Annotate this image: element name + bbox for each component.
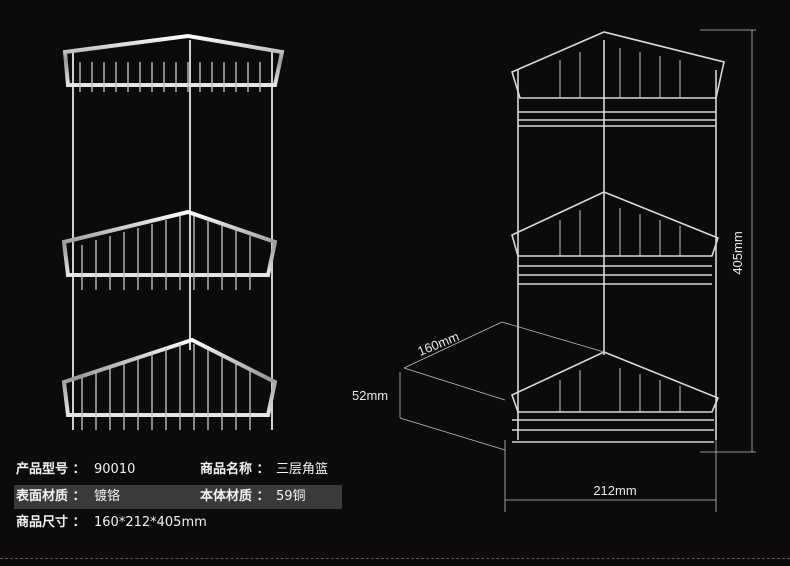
- photo-tier-1: [62, 33, 285, 97]
- body-label: 本体材质 ：: [200, 489, 270, 504]
- surface-label: 表面材质 ：: [16, 489, 86, 504]
- model-label: 产品型号 ：: [16, 462, 86, 477]
- bottom-divider: [0, 558, 790, 559]
- model-value: 90010: [94, 462, 136, 477]
- depth-label: 160mm: [415, 329, 461, 359]
- spec-row-material: 表面材质 ： 镀铬 本体材质 ： 59铜: [14, 485, 342, 509]
- tier-height-label: 52mm: [352, 388, 388, 403]
- spec-row-size: 商品尺寸 ： 160*212*405mm: [14, 511, 342, 535]
- product-photo: [61, 33, 285, 435]
- spec-row-model: 产品型号 ： 90010 商品名称 ： 三层角篮: [14, 458, 342, 482]
- body-value: 59铜: [276, 489, 306, 504]
- width-label: 212mm: [593, 483, 636, 498]
- height-label: 405mm: [730, 231, 745, 274]
- name-label: 商品名称 ：: [200, 462, 270, 477]
- photo-tier-3: [61, 337, 278, 435]
- size-label: 商品尺寸 ：: [16, 515, 86, 530]
- depth-dimension-line: [403, 321, 503, 369]
- size-value: 160*212*405mm: [94, 515, 207, 530]
- surface-value: 镀铬: [94, 489, 121, 504]
- name-value: 三层角篮: [276, 462, 329, 477]
- photo-tier-2: [61, 209, 278, 294]
